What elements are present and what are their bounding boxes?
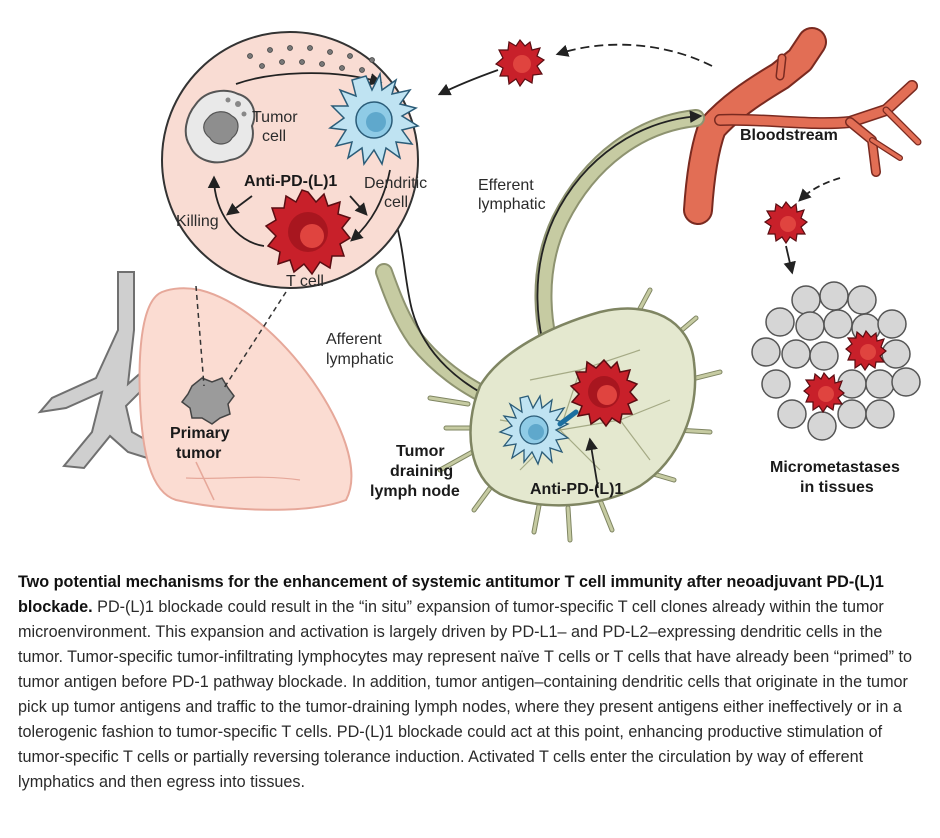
- label-anti-pd-node: Anti-PD-(L)1: [530, 481, 623, 498]
- label-primary-tumor-2: tumor: [176, 445, 221, 462]
- label-primary-tumor-1: Primary: [170, 425, 230, 442]
- label-tumor-cell-1: Tumor: [252, 109, 298, 126]
- antigen-dots: [247, 45, 375, 73]
- t-cell-circulating-top: [494, 38, 546, 88]
- caption-title: Two potential mechanisms for the enhance…: [18, 573, 884, 616]
- label-efferent-2: lymphatic: [478, 196, 546, 213]
- dendritic-cell-icon: [328, 71, 420, 166]
- micrometastases-cluster: [751, 281, 921, 441]
- label-lymph-node-1: Tumor: [396, 443, 445, 460]
- label-afferent-2: lymphatic: [326, 351, 394, 368]
- anti-pd-node-arrow: [585, 437, 599, 489]
- arrow-blood-to-tcell: [798, 177, 841, 202]
- label-killing: Killing: [176, 213, 219, 230]
- arrow-tcell-to-tissue: [783, 245, 796, 275]
- label-lymph-node-2: draining: [390, 463, 453, 480]
- label-efferent-1: Efferent: [478, 177, 534, 194]
- label-bloodstream: Bloodstream: [740, 127, 838, 144]
- arrow-to-circle-tcell: [555, 43, 713, 67]
- bronchus: [37, 271, 166, 470]
- t-cell-icon: [264, 189, 352, 276]
- label-micromets-2: in tissues: [800, 479, 874, 496]
- immune-synapse: [557, 409, 579, 427]
- metastatic-tcell-1: [845, 329, 887, 372]
- label-lymph-node-3: lymph node: [370, 483, 460, 500]
- t-cell-node-icon: [569, 358, 639, 428]
- tumor-cell-icon: [184, 89, 256, 164]
- label-afferent-1: Afferent: [326, 331, 382, 348]
- label-tumor-cell-2: cell: [262, 128, 286, 145]
- lung: [138, 287, 353, 511]
- arrow-to-tumor-site: [437, 69, 499, 96]
- bloodstream-vessel: [683, 27, 922, 225]
- circle-arrows: [207, 169, 391, 247]
- caption-body: PD-(L)1 blockade could result in the “in…: [18, 598, 912, 791]
- label-t-cell: T cell: [286, 273, 324, 290]
- dendritic-cell-node-icon: [498, 394, 570, 466]
- efferent-lymphatic-vessel: [534, 109, 705, 385]
- label-dendritic-cell-2: cell: [384, 194, 408, 211]
- label-dendritic-cell-1: Dendritic: [364, 175, 427, 192]
- label-micromets-1: Micrometastases: [770, 459, 900, 476]
- figure-caption: Two potential mechanisms for the enhance…: [18, 570, 930, 795]
- metastatic-tcell-2: [803, 371, 845, 414]
- t-cell-circulating-right: [763, 200, 809, 245]
- diagram-figure: Tumor cell Dendritic cell Anti-PD-(L)1 K…: [37, 27, 922, 543]
- primary-tumor-icon: [180, 377, 235, 425]
- label-anti-pd-top: Anti-PD-(L)1: [244, 173, 337, 190]
- zoom-connector-lines: [195, 285, 287, 389]
